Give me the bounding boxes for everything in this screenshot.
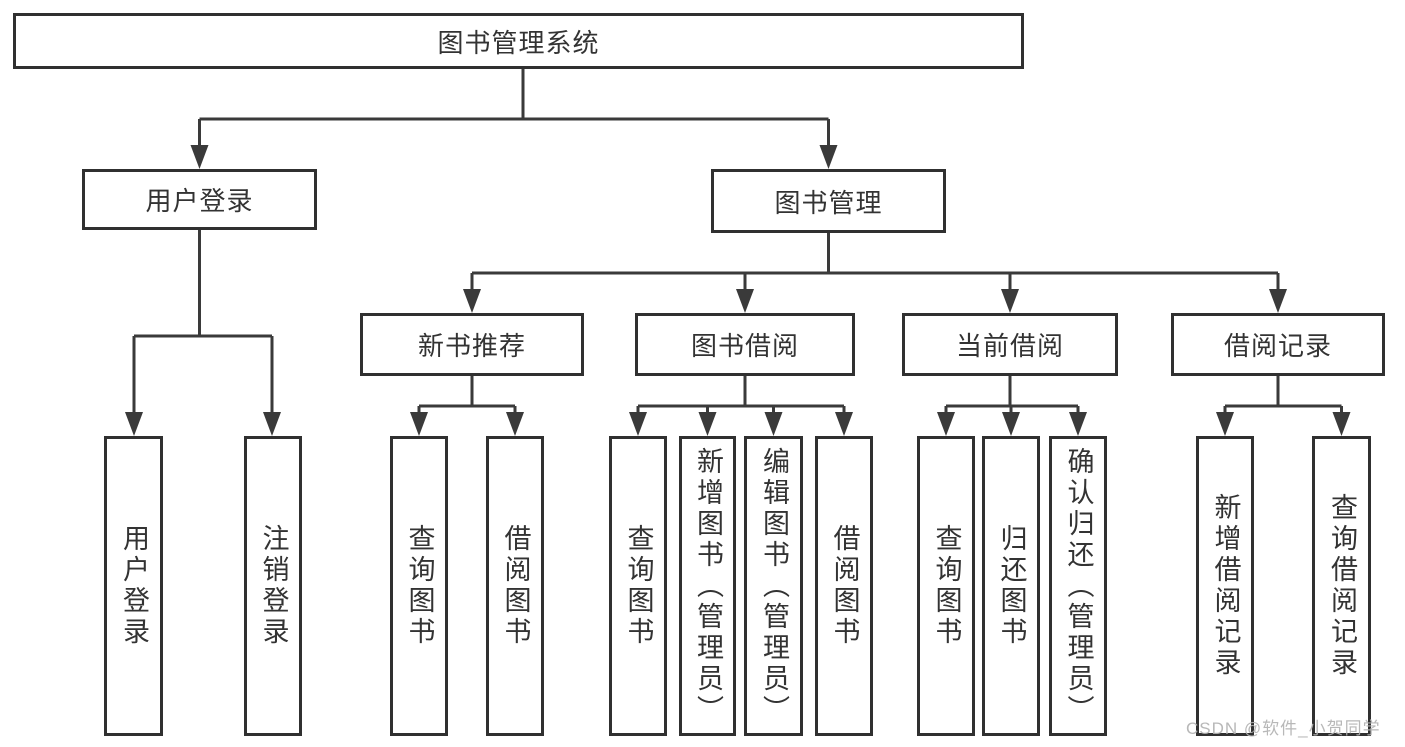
node-book-borrow-label: 图书借阅	[690, 331, 799, 361]
leaf-query-book-borrow: 查询图书	[609, 436, 667, 736]
leaf-return-book: 归还图书	[982, 436, 1040, 736]
leaf-borrow-book-recommend-label: 借阅图书	[500, 524, 531, 648]
leaf-borrow-book-borrow-label: 借阅图书	[829, 524, 860, 648]
leaf-confirm-return-admin-label: 确认归还（管理员）	[1063, 446, 1094, 726]
leaf-logout-login-label: 注销登录	[258, 524, 289, 648]
leaf-query-book-recommend-label: 查询图书	[404, 524, 435, 648]
node-current-borrow-label: 当前借阅	[955, 331, 1064, 361]
leaf-user-login-label: 用户登录	[119, 524, 149, 648]
node-book-management-label: 图书管理	[774, 187, 883, 218]
leaf-add-book-admin: 新增图书（管理员）	[679, 436, 736, 736]
leaf-edit-book-admin-label: 编辑图书（管理员）	[759, 446, 789, 726]
leaf-user-login: 用户登录	[104, 436, 163, 736]
node-book-borrow: 图书借阅	[635, 313, 855, 376]
leaf-edit-book-admin: 编辑图书（管理员）	[744, 436, 803, 736]
leaf-query-book-current-label: 查询图书	[931, 524, 962, 648]
leaf-add-book-admin-label: 新增图书（管理员）	[693, 446, 723, 726]
leaf-return-book-label: 归还图书	[996, 524, 1027, 648]
node-root-system: 图书管理系统	[13, 13, 1024, 69]
node-borrow-record-label: 借阅记录	[1223, 331, 1332, 361]
leaf-query-book-current: 查询图书	[917, 436, 975, 736]
node-user-login-label: 用户登录	[145, 186, 254, 216]
node-user-login: 用户登录	[82, 169, 317, 230]
leaf-logout-login: 注销登录	[244, 436, 302, 736]
node-book-management: 图书管理	[711, 169, 946, 233]
leaf-borrow-book-borrow: 借阅图书	[815, 436, 873, 736]
node-new-book-recommend-label: 新书推荐	[417, 331, 526, 361]
node-borrow-record: 借阅记录	[1171, 313, 1385, 376]
leaf-query-borrow-record: 查询借阅记录	[1312, 436, 1371, 736]
node-new-book-recommend: 新书推荐	[360, 313, 584, 376]
leaf-query-book-borrow-label: 查询图书	[623, 524, 654, 648]
leaf-add-borrow-record: 新增借阅记录	[1196, 436, 1254, 736]
node-current-borrow: 当前借阅	[902, 313, 1118, 376]
csdn-watermark: CSDN @软件_小贺同学	[1186, 719, 1381, 738]
leaf-add-borrow-record-label: 新增借阅记录	[1210, 493, 1241, 679]
leaf-confirm-return-admin: 确认归还（管理员）	[1049, 436, 1107, 736]
node-root-system-label: 图书管理系统	[437, 27, 600, 58]
arrowheads	[125, 145, 1351, 436]
leaf-borrow-book-recommend: 借阅图书	[486, 436, 544, 736]
leaf-query-borrow-record-label: 查询借阅记录	[1327, 493, 1357, 679]
leaf-query-book-recommend: 查询图书	[390, 436, 448, 736]
